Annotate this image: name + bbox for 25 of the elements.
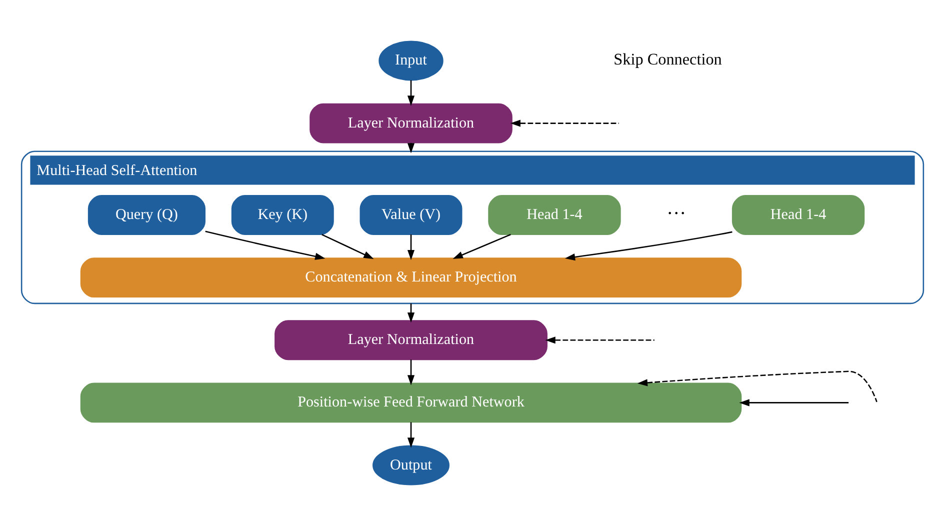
label: Skip Connection	[614, 52, 722, 69]
arrow	[452, 234, 511, 259]
label: ···	[666, 204, 686, 225]
node-box: Value (V)	[360, 195, 462, 235]
node-box: Layer Normalization	[274, 320, 548, 360]
node-ellipse: Output	[372, 445, 450, 486]
arrow	[407, 422, 415, 448]
node-box: Query (Q)	[88, 195, 206, 235]
arrow	[407, 80, 415, 106]
arrow	[545, 336, 654, 344]
arrow	[407, 234, 415, 260]
arrow	[205, 230, 326, 260]
arrow	[637, 370, 878, 402]
arrow	[407, 303, 415, 323]
arrow	[739, 399, 849, 406]
arrow	[564, 231, 732, 261]
node-box: Head 1-4	[732, 195, 865, 235]
node-box: Head 1-4	[488, 195, 621, 235]
node-ellipse: Input	[378, 40, 444, 81]
arrow	[322, 234, 374, 259]
arrow	[407, 360, 415, 386]
node-box: Concatenation & Linear Projection	[80, 258, 742, 298]
node-box: Key (K)	[231, 195, 334, 235]
node-box: Position-wise Feed Forward Network	[80, 382, 742, 423]
arrow	[510, 120, 619, 127]
